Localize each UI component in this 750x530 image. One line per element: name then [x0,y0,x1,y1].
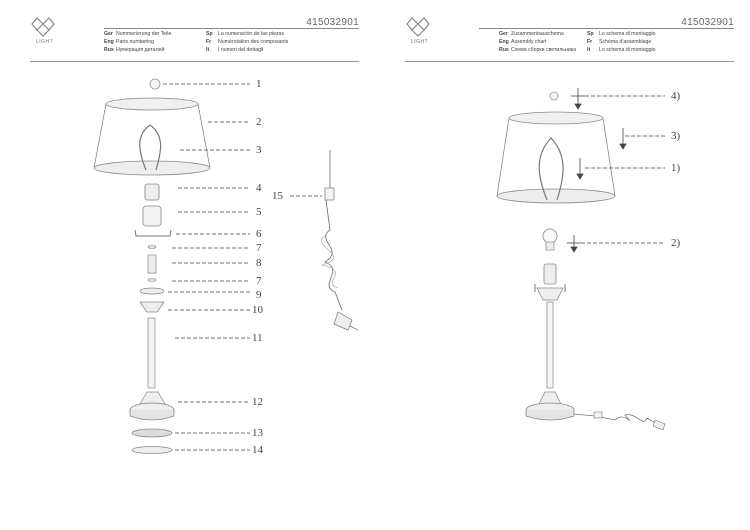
lang-text: Parts numbering [116,39,155,45]
lang-code: Ger [104,31,113,37]
part-tube [147,254,157,274]
part-harp [139,124,162,171]
part-weight-plate [131,428,173,438]
lang-row: It I numeri del dettagli [206,47,263,54]
bulb [542,228,558,251]
lang-row: It Lo schema di montaggio [587,47,656,54]
document-number: 415032901 [306,17,359,28]
lamp-body [525,263,575,421]
part-number: 6 [256,228,262,240]
lang-text: La numeración de las piezas [218,31,285,37]
part-sleeve [142,205,162,227]
part-finial [149,78,161,90]
part-number: 8 [256,257,262,269]
part-number: 4 [256,182,262,194]
part-shade [93,97,211,176]
part-number: 5 [256,206,262,218]
part-number: 7 [256,275,262,287]
step-number: 1) [671,162,681,174]
parts-exploded-drawing [93,78,359,454]
assembly-arrows [567,88,665,253]
part-number: 14 [252,444,263,456]
lang-text: Nummerierung der Teile [116,31,172,37]
part-socket [144,183,160,201]
part-number: 15 [272,190,283,202]
step-number: 4) [671,90,681,102]
logo-text: LIGHT [411,39,429,45]
lang-text: Schéma d'assemblage [599,39,652,45]
lang-row: Sp Lo schema di montaggio [587,31,656,38]
brand-logo-icon [406,17,430,37]
part-number: 13 [252,427,263,439]
header-bottom-divider [30,61,359,62]
part-number: 9 [256,289,262,301]
part-cup [139,301,165,313]
part-nut [147,278,157,282]
lang-code: Ger [499,31,508,37]
part-number: 11 [252,332,263,344]
lang-code: Fr [587,39,593,45]
leader-lines [163,83,322,451]
brand-logo-icon [31,17,55,37]
header-divider [479,28,734,29]
lang-text: Схема сборки светильника [511,47,577,53]
lang-code: Eng [499,39,509,45]
part-washer [139,287,165,295]
header-bottom-divider [405,61,734,62]
part-nut [147,245,157,249]
lang-text: Zusammenbauschema [511,31,564,37]
assembly-drawing [496,88,666,431]
part-column [147,317,156,389]
cord [573,411,666,431]
lang-text: Lo schema di montaggio [599,47,656,53]
part-cord-switch [320,150,359,331]
lang-code: Rus [104,47,114,53]
shade [496,111,616,204]
lang-code: Fr [206,39,212,45]
logo-text: LIGHT [36,39,54,45]
lang-code: Sp [587,31,594,37]
lang-code: It [206,47,210,53]
part-felt [131,446,173,454]
header-divider [104,28,359,29]
lang-text: Нумерация деталей [116,47,165,53]
lang-text: I numeri del dettagli [218,47,264,53]
part-base [129,391,175,421]
lang-row: Sp La numeración de las piezas [206,31,284,38]
lang-code: Sp [206,31,213,37]
part-number: 2 [256,116,262,128]
part-number: 10 [252,304,263,316]
lang-code: Rus [499,47,509,53]
lang-text: Numérotation des composants [218,39,289,45]
finial [549,91,559,101]
lang-row: Fr Schéma d'assemblage [587,39,651,46]
lang-code: Eng [104,39,114,45]
lang-text: Lo schema di montaggio [599,31,656,37]
part-saddle [134,229,172,237]
lang-row: Fr Numérotation des composants [206,39,288,46]
part-number: 3 [256,144,262,156]
part-number: 1 [256,78,262,90]
document-number: 415032901 [681,17,734,28]
step-number: 2) [671,237,681,249]
step-number: 3) [671,130,681,142]
lang-code: It [587,47,591,53]
lang-text: Assembly chart [511,39,547,45]
part-number: 12 [252,396,263,408]
part-number: 7 [256,242,262,254]
